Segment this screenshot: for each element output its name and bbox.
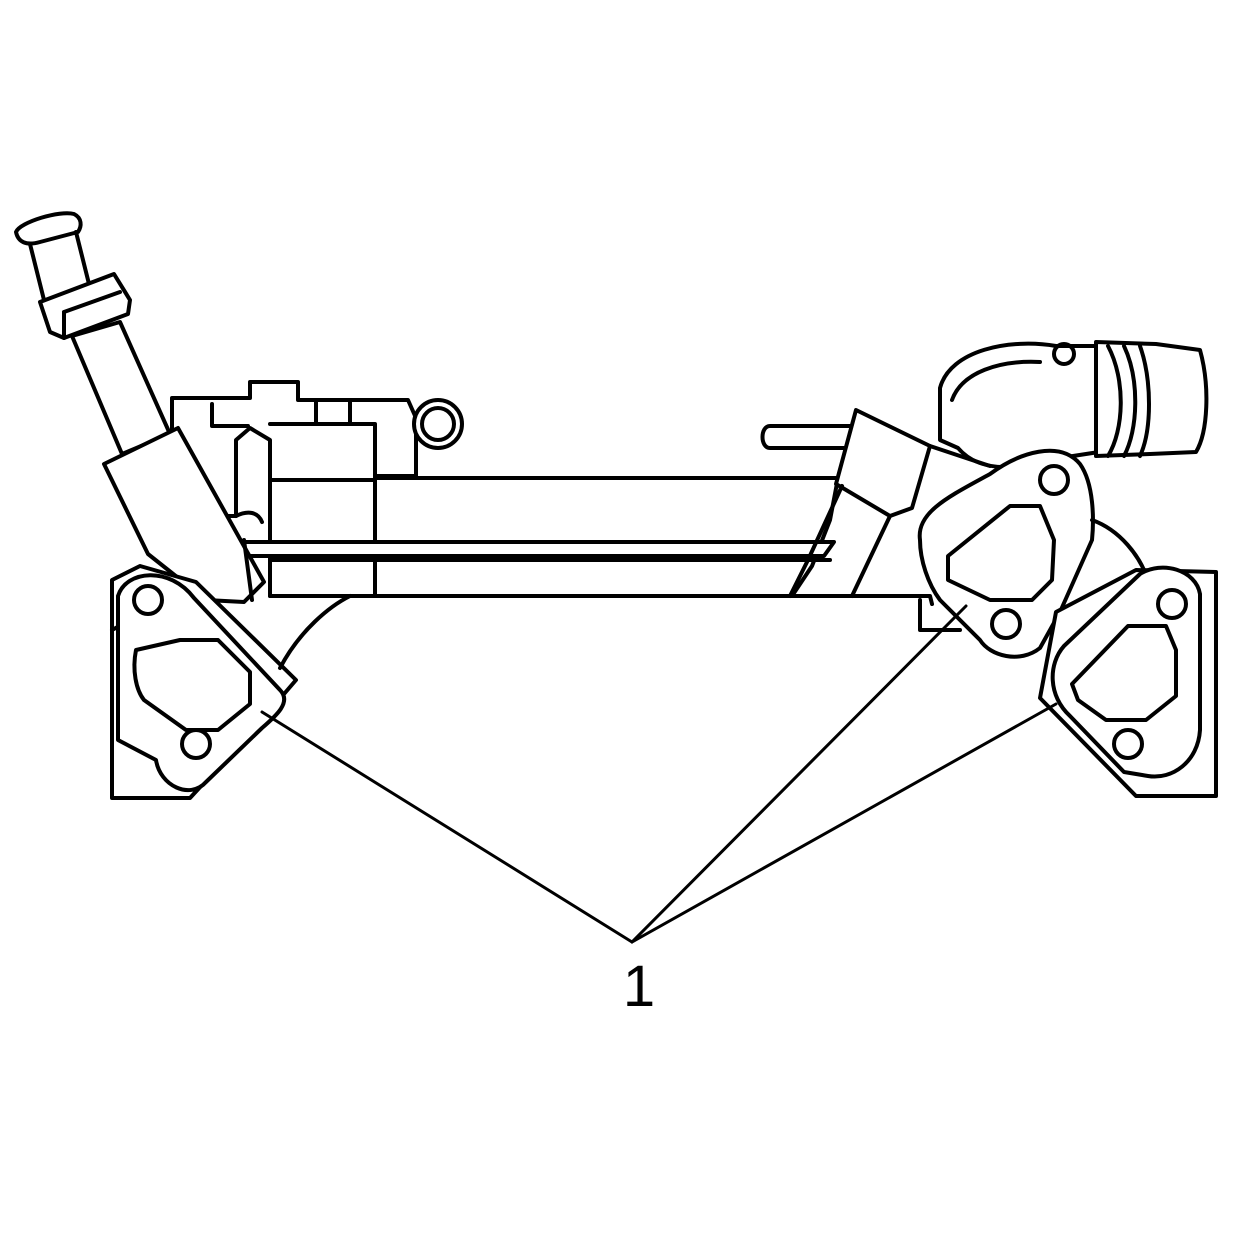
- bolt-hole-icon: [1156, 588, 1188, 620]
- right-coolant-elbow: [760, 340, 1209, 598]
- right-flange: [1038, 565, 1218, 798]
- callout-number: 1: [622, 954, 656, 1019]
- bolt-hole-icon: [180, 728, 212, 760]
- bolt-hole-icon: [1038, 464, 1070, 496]
- leader-line-center: [630, 604, 968, 944]
- bolt-hole-icon: [1112, 728, 1144, 760]
- left-flange: [110, 564, 352, 800]
- bolt-hole-icon: [990, 608, 1022, 640]
- bolt-hole-icon: [132, 584, 164, 616]
- callout-leaders: [260, 604, 1058, 944]
- leader-line-left: [260, 710, 634, 944]
- leader-line-right: [630, 702, 1058, 944]
- left-coolant-pipe: [14, 211, 266, 604]
